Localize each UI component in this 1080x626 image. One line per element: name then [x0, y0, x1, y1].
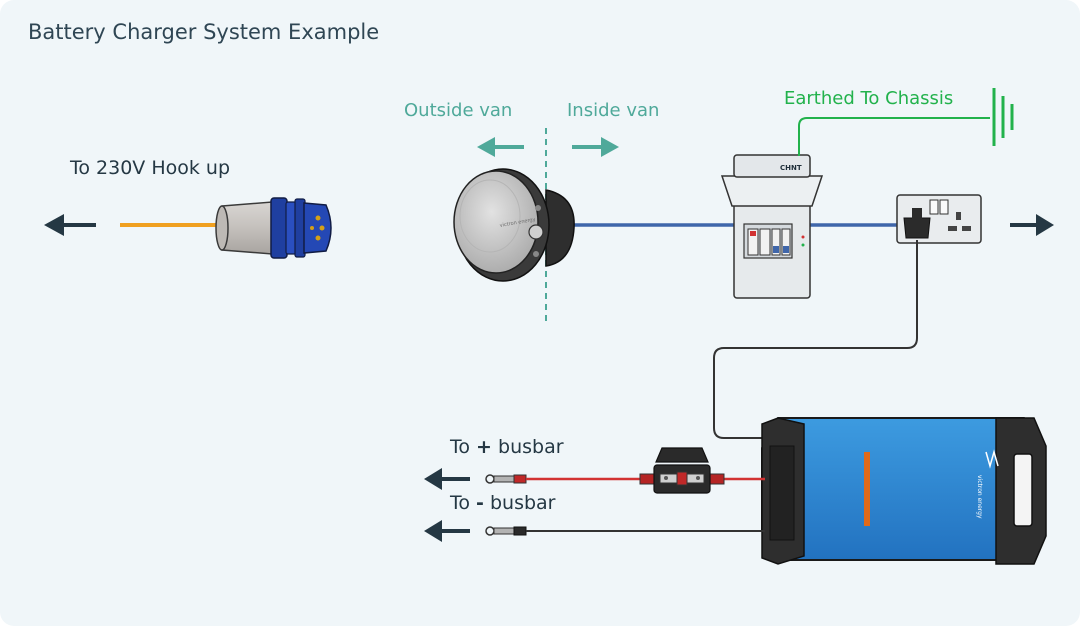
- rcd-brand-text: CHNT: [780, 164, 802, 172]
- positive-sign: +: [476, 436, 492, 458]
- shore-power-inlet: victron energy: [453, 168, 575, 282]
- diagram-title: Battery Charger System Example: [28, 20, 380, 44]
- earth-wire: [798, 117, 990, 156]
- wall-socket: [896, 194, 982, 244]
- earth-ground-symbol: [992, 88, 1014, 146]
- positive-ring-terminal: [485, 474, 527, 484]
- inline-fuse-holder: [639, 447, 725, 494]
- positive-busbar-suffix: busbar: [491, 436, 564, 458]
- outside-arrow: [477, 137, 524, 157]
- socket-outgoing-arrow: [1010, 214, 1054, 236]
- positive-arrow: [424, 468, 470, 490]
- inside-arrow: [572, 137, 619, 157]
- rcd-unit: CHNT: [720, 154, 824, 299]
- battery-charger: victron energy: [761, 417, 1047, 565]
- outside-van-label: Outside van: [404, 100, 513, 121]
- positive-busbar-prefix: To: [450, 436, 477, 458]
- hookup-arrow: [44, 214, 96, 236]
- negative-busbar-suffix: busbar: [483, 492, 556, 514]
- hookup-label: To 230V Hook up: [70, 157, 231, 179]
- charger-mains-lead: [713, 240, 918, 439]
- inside-van-label: Inside van: [567, 100, 660, 121]
- negative-busbar-label: To - busbar: [450, 492, 556, 514]
- positive-busbar-label: To + busbar: [450, 436, 564, 458]
- charger-brand-text: victron energy: [976, 475, 983, 519]
- negative-ring-terminal: [485, 526, 527, 536]
- earth-label: Earthed To Chassis: [784, 88, 954, 109]
- negative-busbar-prefix: To: [450, 492, 477, 514]
- negative-sign: -: [476, 492, 484, 514]
- negative-arrow: [424, 520, 470, 542]
- hookup-plug: [215, 197, 332, 259]
